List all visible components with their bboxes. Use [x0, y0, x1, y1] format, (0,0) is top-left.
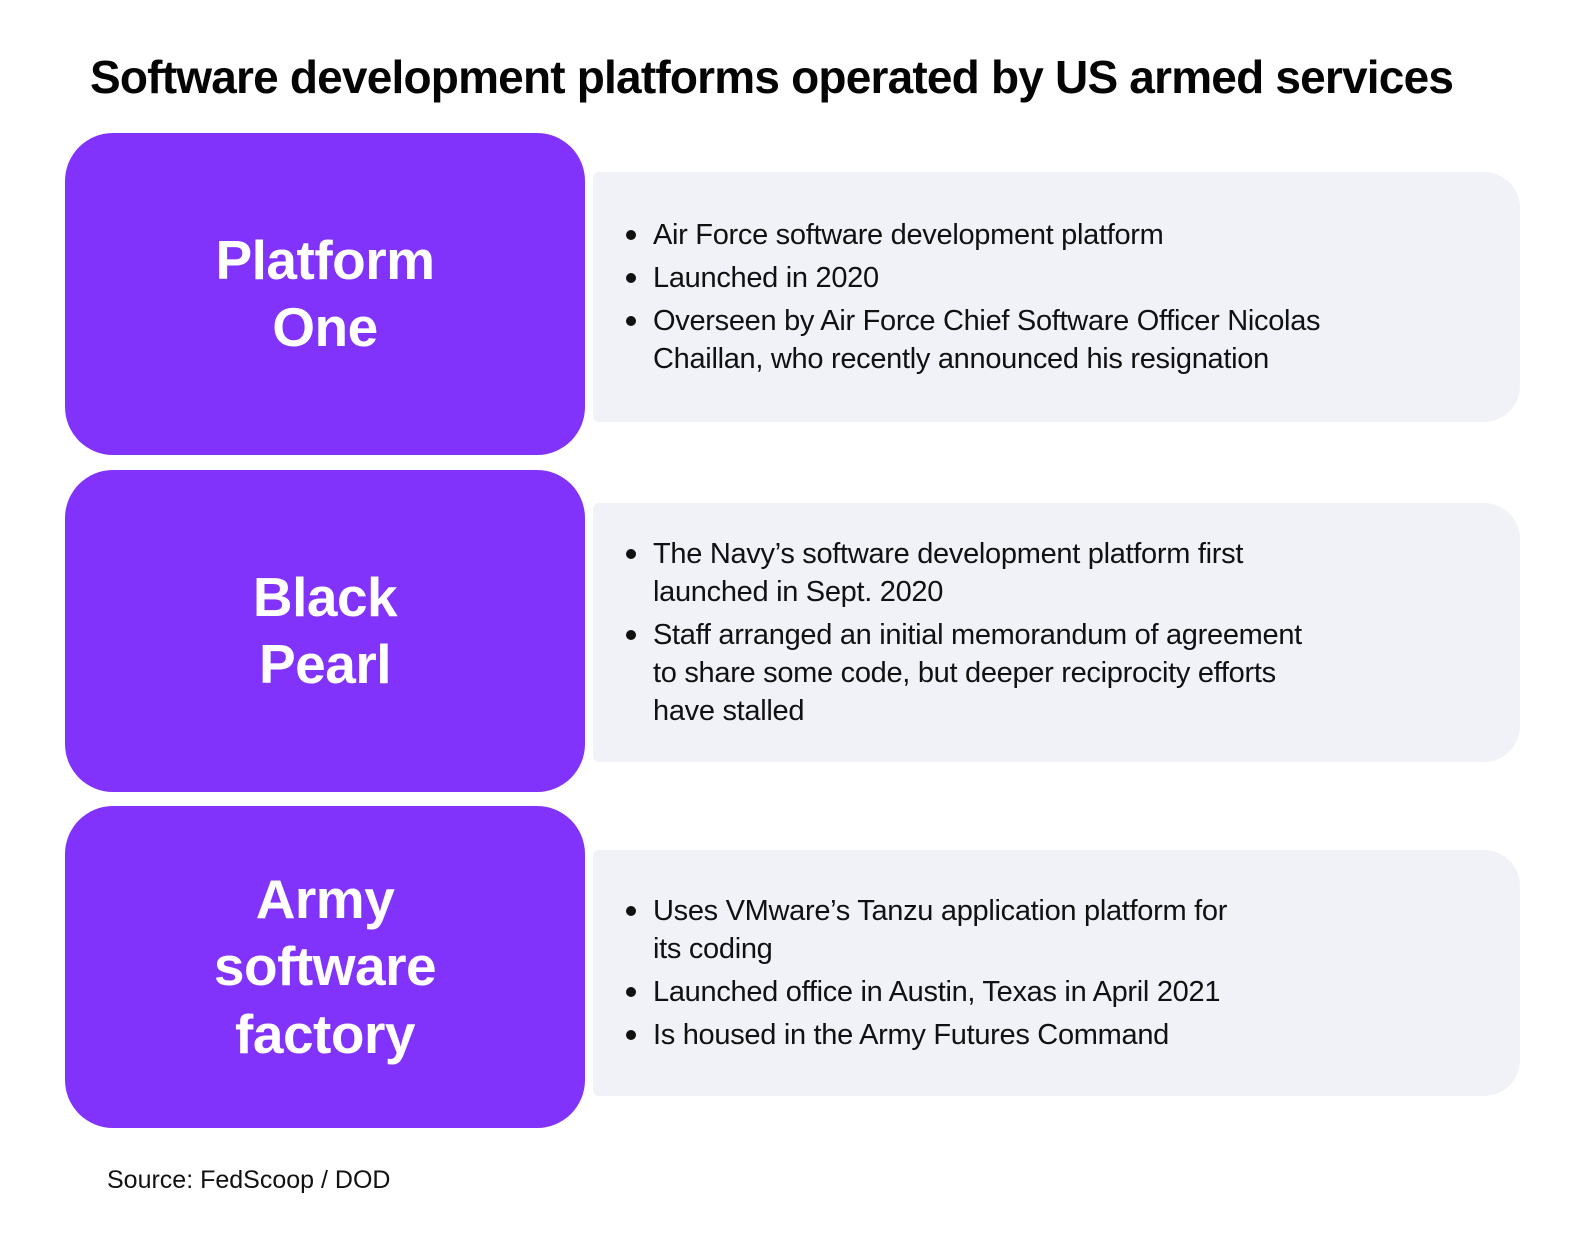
- bullet-item: Overseen by Air Force Chief Software Off…: [619, 302, 1321, 378]
- bullet-item: Launched office in Austin, Texas in Apri…: [619, 973, 1227, 1011]
- bullet-item: Staff arranged an initial memorandum of …: [619, 616, 1302, 730]
- platform-details-panel: Uses VMware’s Tanzu application platform…: [593, 850, 1520, 1096]
- bullet-list: The Navy’s software development platform…: [619, 535, 1302, 730]
- page-title: Software development platforms operated …: [90, 51, 1454, 103]
- bullet-item: Launched in 2020: [619, 259, 1320, 297]
- bullet-item: Uses VMware’s Tanzu application platform…: [619, 892, 1227, 968]
- platform-card-army-software-factory: Army software factory: [65, 806, 585, 1128]
- platform-card-platform-one: Platform One: [65, 133, 585, 455]
- platform-card-black-pearl: Black Pearl: [65, 470, 585, 792]
- bullet-item: Air Force software development platform: [619, 216, 1320, 254]
- platform-name: Platform One: [215, 228, 435, 358]
- platform-name: Army software factory: [213, 868, 437, 1065]
- bullet-item: Is housed in the Army Futures Command: [619, 1016, 1227, 1054]
- bullet-item: The Navy’s software development platform…: [619, 535, 1302, 611]
- platform-details-panel: The Navy’s software development platform…: [593, 503, 1520, 762]
- source-attribution: Source: FedScoop / DOD: [107, 1166, 391, 1194]
- bullet-list: Uses VMware’s Tanzu application platform…: [619, 892, 1227, 1054]
- platform-name: Black Pearl: [252, 565, 398, 695]
